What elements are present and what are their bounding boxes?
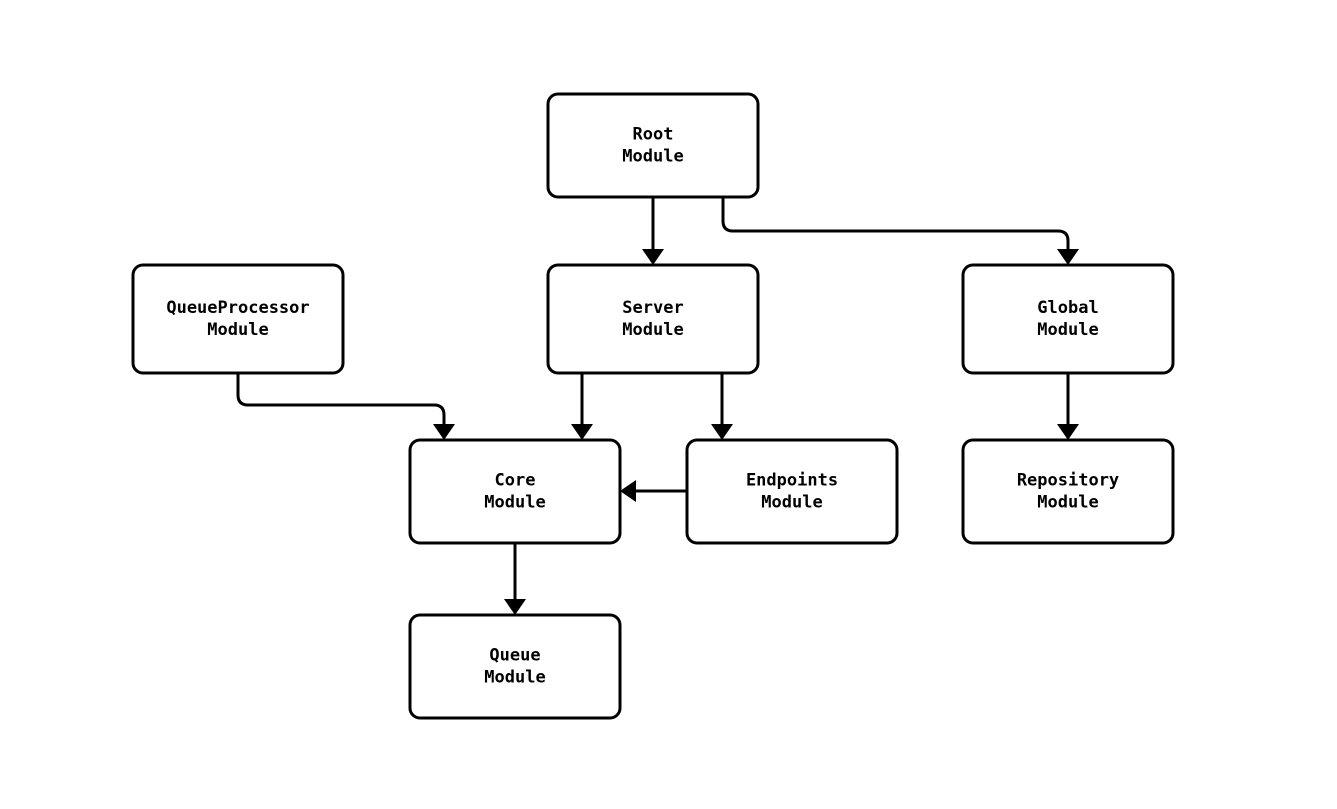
queue-module-node-label-line1: Queue bbox=[489, 646, 540, 666]
edges-layer bbox=[236, 197, 1079, 615]
root-module-node-label-line2: Module bbox=[622, 147, 683, 167]
global-module-node-label-line1: Global bbox=[1037, 298, 1098, 318]
edge-root-to-server-arrowhead bbox=[642, 249, 664, 265]
server-module-node-box[interactable] bbox=[546, 263, 760, 375]
core-module-node-label-line2: Module bbox=[484, 493, 545, 513]
edge-server-to-core-arrowhead bbox=[571, 424, 593, 440]
queue-module-node-label-line2: Module bbox=[484, 668, 545, 688]
root-module-node-box[interactable] bbox=[546, 92, 760, 199]
edge-root-to-server bbox=[642, 197, 664, 265]
edge-queueprocessor-to-core-line bbox=[236, 373, 446, 433]
repository-module-node-label-line2: Module bbox=[1037, 493, 1098, 513]
endpoints-module-node-label-line2: Module bbox=[761, 493, 822, 513]
edge-queueprocessor-to-core bbox=[236, 373, 455, 440]
edge-root-to-global bbox=[721, 197, 1079, 265]
edge-global-to-repository bbox=[1057, 373, 1079, 440]
global-module-node-label-line2: Module bbox=[1037, 320, 1098, 340]
edge-root-to-global-arrowhead bbox=[1057, 249, 1079, 265]
edge-core-to-queue-arrowhead bbox=[504, 599, 526, 615]
global-module-node-box[interactable] bbox=[961, 263, 1175, 375]
queue-module-node-box[interactable] bbox=[408, 613, 622, 720]
root-module-node-label-line1: Root bbox=[633, 125, 674, 145]
server-module-node-label-line2: Module bbox=[622, 320, 683, 340]
repository-module-node-box[interactable] bbox=[961, 438, 1175, 545]
core-module-node-label-line1: Core bbox=[495, 471, 536, 491]
repository-module-node-label-line1: Repository bbox=[1017, 471, 1119, 491]
server-module-node-label-line1: Server bbox=[622, 298, 683, 318]
endpoints-module-node-label-line1: Endpoints bbox=[746, 471, 838, 491]
endpoints-module-node-box[interactable] bbox=[685, 438, 899, 545]
edge-queueprocessor-to-core-arrowhead bbox=[433, 424, 455, 440]
core-module-node-box[interactable] bbox=[408, 438, 622, 545]
edge-server-to-endpoints-arrowhead bbox=[711, 424, 733, 440]
edge-root-to-global-line bbox=[721, 197, 1070, 258]
queueprocessor-module-node-label-line2: Module bbox=[207, 320, 268, 340]
edge-server-to-core bbox=[571, 373, 593, 440]
edge-endpoints-to-core-arrowhead bbox=[620, 480, 636, 502]
edge-endpoints-to-core bbox=[620, 480, 687, 502]
queueprocessor-module-node-label-line1: QueueProcessor bbox=[166, 298, 309, 318]
nodes-layer: RootModuleQueueProcessorModuleServerModu… bbox=[131, 92, 1175, 720]
edge-global-to-repository-arrowhead bbox=[1057, 424, 1079, 440]
edge-core-to-queue bbox=[504, 543, 526, 615]
queueprocessor-module-node-box[interactable] bbox=[131, 263, 345, 375]
edge-server-to-endpoints bbox=[711, 373, 733, 440]
